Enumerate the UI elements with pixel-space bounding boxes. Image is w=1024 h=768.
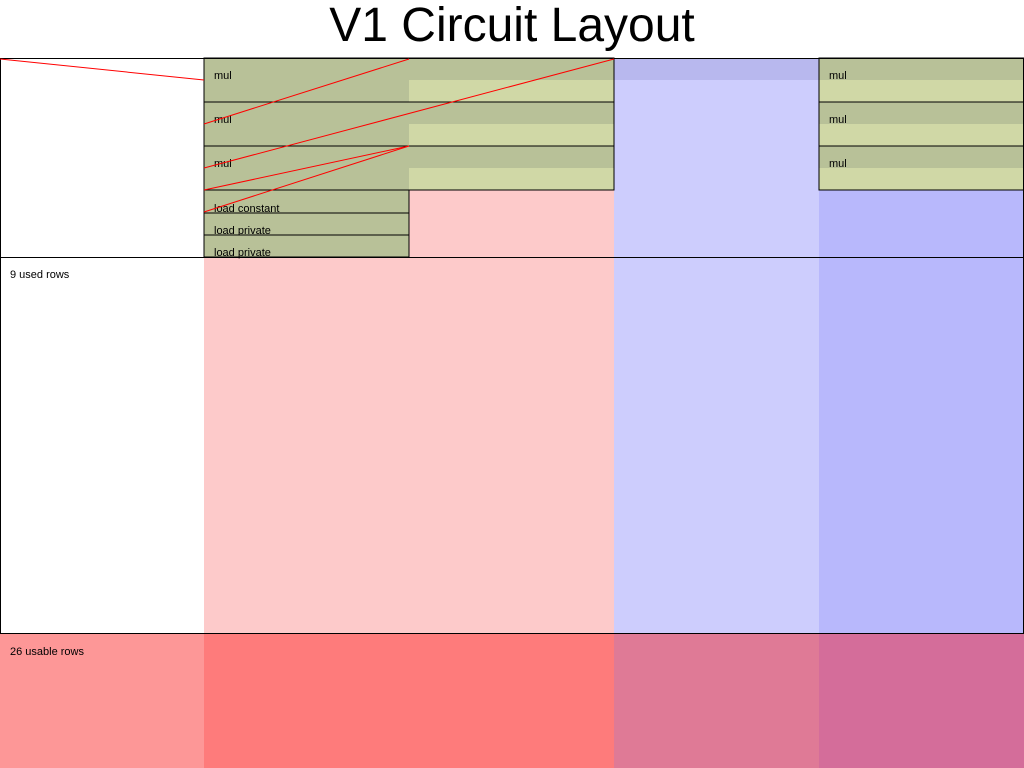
equality-constraint-line <box>203 58 410 125</box>
equality-constraints <box>0 58 615 213</box>
instance-column-area <box>614 58 819 634</box>
equality-constraint-line <box>0 58 205 81</box>
unusable-rows-advice <box>204 634 614 768</box>
unusable-rows-left <box>0 634 204 768</box>
region-label: mul <box>214 158 232 170</box>
region-load-private-1: load private <box>203 212 410 237</box>
unusable-rows-instance <box>614 634 819 768</box>
region-mul-fixed-3: mul <box>818 145 1024 191</box>
region-load-private-2: load private <box>203 234 410 259</box>
region-mul-fixed-1: mul <box>818 57 1024 103</box>
equality-constraint-line <box>203 145 410 191</box>
region-label: load private <box>214 247 271 259</box>
region-mul-3: mul <box>203 145 615 191</box>
region-label: load private <box>214 225 271 237</box>
region-label: mul <box>829 70 847 82</box>
region-label: mul <box>829 158 847 170</box>
region-mul-1: mul <box>203 57 615 103</box>
usable-rows-annotation: 26 usable rows <box>10 646 84 658</box>
region-label: mul <box>214 70 232 82</box>
region-label: mul <box>829 114 847 126</box>
region-mul-2: mul <box>203 101 615 147</box>
equality-constraint-line <box>203 145 410 213</box>
used-rows-annotation: 9 used rows <box>10 269 70 281</box>
instance-used-cells <box>614 58 819 80</box>
region-mul-fixed-2: mul <box>818 101 1024 147</box>
equality-constraint-line <box>203 58 615 169</box>
unusable-rows-fixed <box>819 634 1024 768</box>
region-label: load constant <box>214 203 279 215</box>
diagram-title: V1 Circuit Layout <box>329 0 695 52</box>
